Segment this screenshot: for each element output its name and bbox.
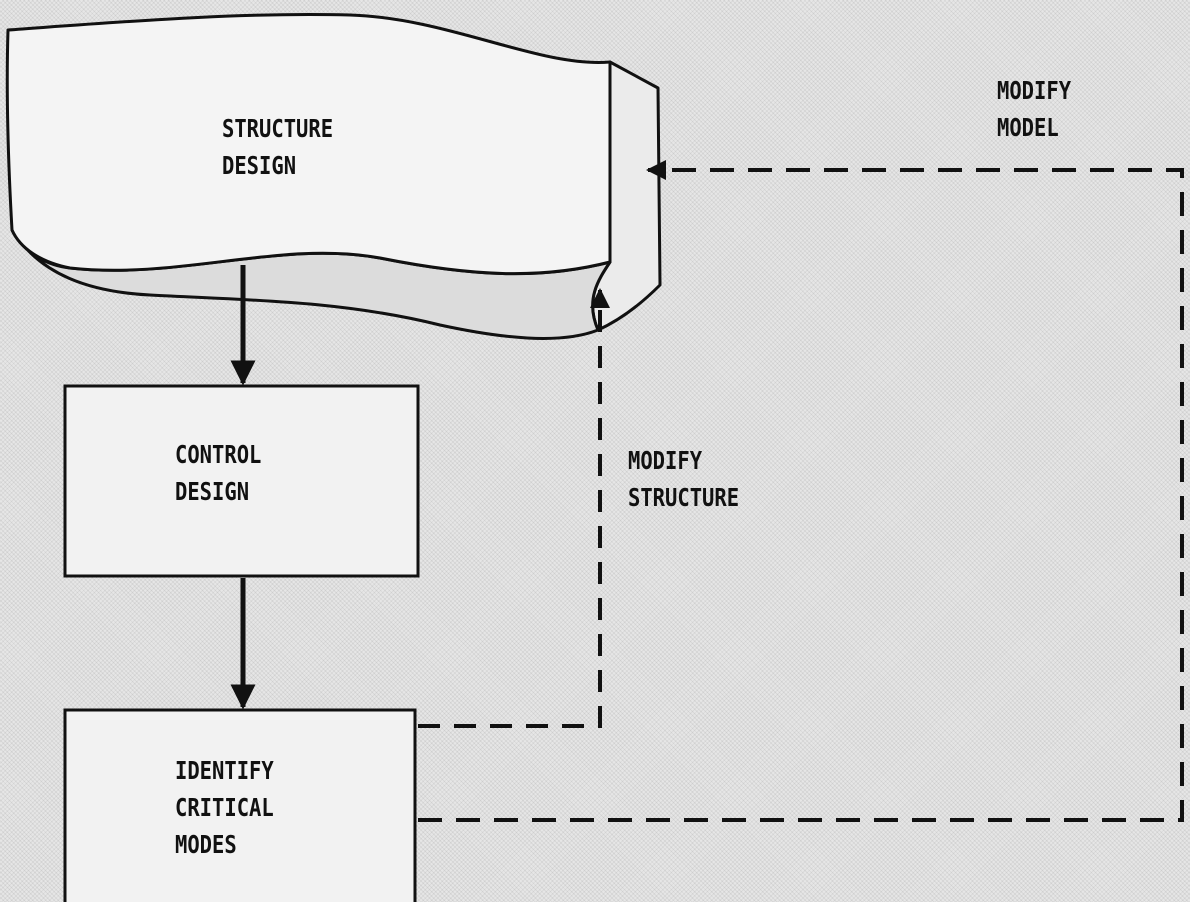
identify-critical-modes-line-2: CRITICAL: [175, 793, 274, 822]
control-design-line-1: CONTROL: [175, 440, 262, 469]
feedback-line-modify-model: [418, 160, 1184, 822]
modify-structure-line-1: MODIFY: [628, 446, 703, 475]
identify-critical-modes-line-1: IDENTIFY: [175, 756, 274, 785]
modify-model-line-2: MODEL: [997, 113, 1059, 142]
modify-model-line-1: MODIFY: [997, 76, 1072, 105]
control-design-label: CONTROL DESIGN: [175, 436, 261, 510]
identify-critical-modes-label: IDENTIFY CRITICAL MODES: [175, 752, 274, 863]
control-design-line-2: DESIGN: [175, 477, 250, 506]
modify-structure-line-2: STRUCTURE: [628, 483, 740, 512]
modify-model-label: MODIFY MODEL: [997, 72, 1071, 146]
control-design-box: [63, 384, 420, 578]
feedback-line-modify-structure: [418, 288, 610, 728]
structure-design-line-1: STRUCTURE: [222, 114, 334, 143]
structure-design-front-face: [5, 12, 612, 276]
structure-design-label: STRUCTURE DESIGN: [222, 110, 333, 184]
modify-structure-label: MODIFY STRUCTURE: [628, 442, 739, 516]
structure-design-line-2: DESIGN: [222, 151, 297, 180]
identify-critical-modes-box: [63, 708, 417, 902]
structure-design-block: [5, 12, 662, 340]
identify-critical-modes-line-3: MODES: [175, 830, 237, 859]
